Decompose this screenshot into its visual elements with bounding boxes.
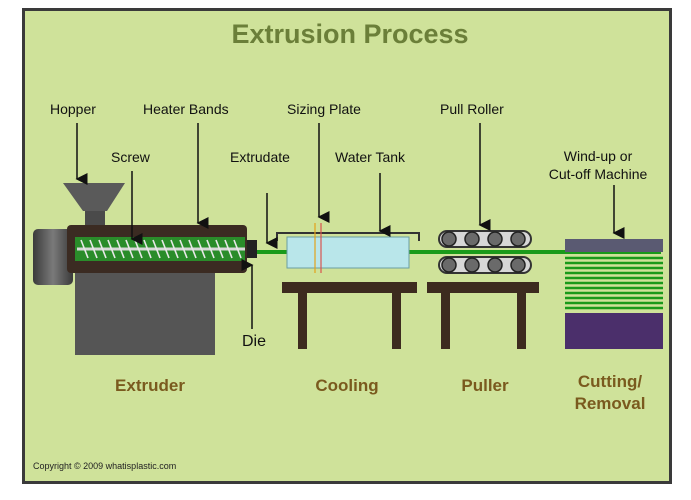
cooling-table-leg-right xyxy=(392,293,401,349)
cooling-table-top xyxy=(282,282,417,293)
label-heater-bands: Heater Bands xyxy=(143,101,229,117)
label-pull-roller: Pull Roller xyxy=(440,101,504,117)
section-extruder: Extruder xyxy=(115,376,185,395)
section-cutting-line2: Removal xyxy=(574,394,646,413)
label-windup-line2: Cut-off Machine xyxy=(548,166,648,182)
roller xyxy=(464,257,480,273)
copyright-text: Copyright © 2009 whatisplastic.com xyxy=(33,461,177,471)
roller xyxy=(487,231,503,247)
section-cutting: Cutting/ Removal xyxy=(555,371,665,415)
windup-coils xyxy=(565,256,663,310)
diagram-panel: Extrusion Process Hopper Heater Bands Sc… xyxy=(22,8,672,484)
roller xyxy=(441,257,457,273)
hopper-shape xyxy=(63,183,125,211)
cutter-body xyxy=(565,313,663,349)
puller-rollers xyxy=(441,231,526,273)
motor-housing xyxy=(33,229,73,285)
puller-belt-top xyxy=(438,230,532,248)
screw-flights xyxy=(80,239,242,259)
roller xyxy=(464,231,480,247)
section-cutting-line1: Cutting/ xyxy=(577,372,643,391)
puller-table-leg-left xyxy=(441,293,450,349)
puller-table-top xyxy=(427,282,539,293)
roller xyxy=(441,231,457,247)
die-shape xyxy=(247,240,257,258)
label-sizing-plate: Sizing Plate xyxy=(287,101,361,117)
label-die: Die xyxy=(242,333,267,350)
roller xyxy=(487,257,503,273)
label-extrudate: Extrudate xyxy=(230,149,290,165)
label-hopper: Hopper xyxy=(50,101,96,117)
section-puller: Puller xyxy=(461,376,509,395)
label-windup: Wind-up or Cut-off Machine xyxy=(533,147,663,183)
section-cooling: Cooling xyxy=(315,376,379,395)
label-windup-line1: Wind-up or xyxy=(563,148,633,164)
diagram-title: Extrusion Process xyxy=(231,19,469,49)
cooling-table-leg-left xyxy=(298,293,307,349)
cutter-top-plate xyxy=(565,239,663,252)
water-tank xyxy=(286,236,410,269)
extrusion-diagram xyxy=(33,123,663,355)
roller xyxy=(510,257,526,273)
hopper-neck xyxy=(85,211,105,225)
label-water-tank: Water Tank xyxy=(335,149,406,165)
label-screw: Screw xyxy=(111,149,150,165)
roller xyxy=(510,231,526,247)
puller-table-leg-right xyxy=(517,293,526,349)
puller-belt-bottom xyxy=(438,256,532,274)
extruder-base xyxy=(75,273,215,355)
